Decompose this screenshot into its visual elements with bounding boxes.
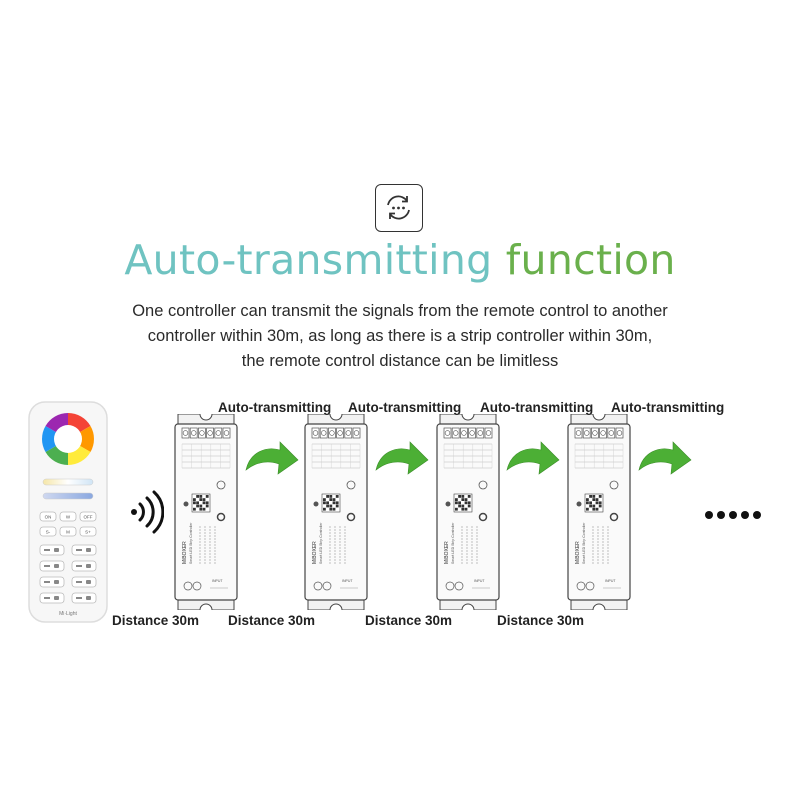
title-part-2: function [505, 236, 676, 284]
controller-brand: MiBOXER [312, 541, 318, 564]
auto-label-1: Auto-transmitting [218, 400, 332, 415]
auto-label-4: Auto-transmitting [611, 400, 725, 415]
svg-text:Smart LED Strip Controller: Smart LED Strip Controller [451, 522, 455, 564]
distance-label-1: Distance 30m [112, 613, 200, 628]
remote-brand: Mi·Light [59, 611, 77, 617]
remote-btn-s-minus: S- [46, 530, 51, 535]
distance-label-3: Distance 30m [365, 613, 453, 628]
remote-btn-s-plus: S+ [85, 530, 91, 535]
continuation-dots [704, 508, 762, 526]
controller-brand: MiBOXER [444, 541, 450, 564]
page-title: Auto-transmitting function [0, 236, 800, 284]
title-part-1: Auto-transmitting [124, 236, 493, 284]
refresh-chat-icon [387, 195, 410, 220]
auto-label-2: Auto-transmitting [348, 400, 462, 415]
arrow-3 [505, 440, 561, 483]
remote-btn-on: ON [45, 515, 52, 520]
description-line-2: controller within 30m, as long as there … [147, 327, 653, 345]
description-line-1: One controller can transmit the signals … [132, 302, 668, 320]
distance-label-4: Distance 30m [497, 613, 585, 628]
remote-control: ON W OFF S- M S+ Mi·Light [28, 401, 108, 628]
description-line-3: the remote control distance can be limit… [241, 352, 559, 370]
arrow-4 [637, 440, 693, 483]
remote-btn-w: W [66, 515, 71, 520]
svg-text:INPUT: INPUT [342, 579, 353, 583]
arrow-1 [244, 440, 300, 483]
controller-brand: MiBOXER [575, 541, 581, 564]
svg-text:INPUT: INPUT [212, 579, 223, 583]
auto-label-3: Auto-transmitting [480, 400, 594, 415]
svg-text:Smart LED Strip Controller: Smart LED Strip Controller [582, 522, 586, 564]
remote-btn-m: M [66, 530, 70, 535]
refresh-chat-icon-box [375, 184, 423, 232]
svg-text:Smart LED Strip Controller: Smart LED Strip Controller [319, 522, 323, 564]
svg-text:Smart LED Strip Controller: Smart LED Strip Controller [189, 522, 193, 564]
wireless-signal-icon [128, 490, 165, 539]
svg-text:INPUT: INPUT [474, 579, 485, 583]
controller-brand: MiBOXER [182, 541, 188, 564]
svg-text:INPUT: INPUT [605, 579, 616, 583]
remote-btn-off: OFF [84, 515, 93, 520]
arrow-2 [374, 440, 430, 483]
distance-label-2: Distance 30m [228, 613, 316, 628]
